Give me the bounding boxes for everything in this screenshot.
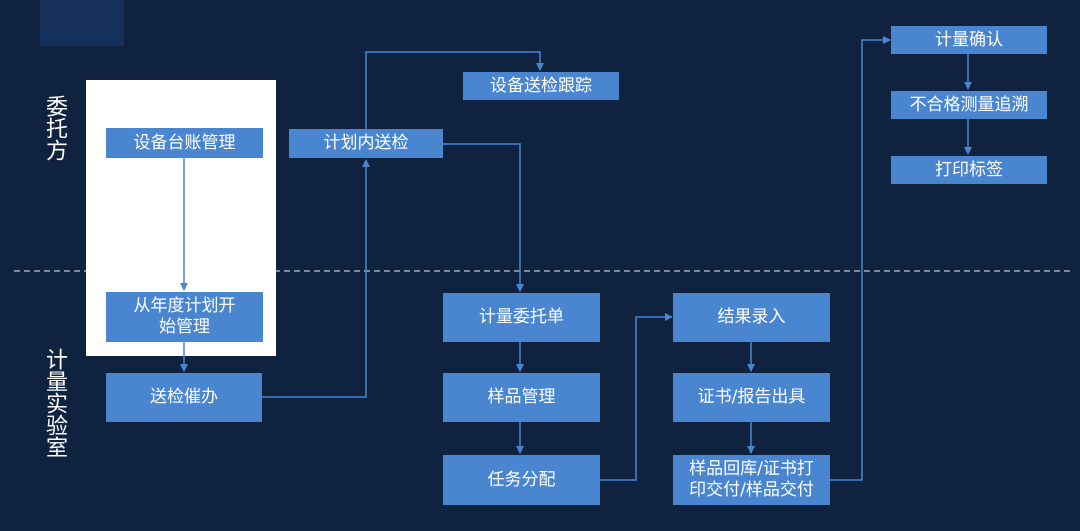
node-task-assignment[interactable]: 任务分配 <box>443 455 600 505</box>
node-measurement-confirm[interactable]: 计量确认 <box>891 26 1047 54</box>
connector-reminder-to-planned <box>262 159 370 398</box>
connector-task-to-result <box>600 313 673 481</box>
node-certificate-issue[interactable]: 证书/报告出具 <box>673 373 830 422</box>
node-measurement-order[interactable]: 计量委托单 <box>443 293 600 342</box>
node-annual-plan[interactable]: 从年度计划开始管理 <box>106 292 263 342</box>
lane-divider <box>14 270 1070 272</box>
node-asset-ledger[interactable]: 设备台账管理 <box>106 128 263 158</box>
node-nonconforming-trace[interactable]: 不合格测量追溯 <box>891 91 1047 119</box>
node-sample-management[interactable]: 样品管理 <box>443 373 600 422</box>
node-inspection-reminder[interactable]: 送检催办 <box>106 373 262 422</box>
node-planned-inspection[interactable]: 计划内送检 <box>289 129 443 158</box>
connector-planned-to-tracking <box>365 51 544 129</box>
node-result-entry[interactable]: 结果录入 <box>673 293 830 342</box>
corner-decoration <box>40 0 124 46</box>
node-print-label[interactable]: 打印标签 <box>891 156 1047 184</box>
connector-planned-to-order <box>443 143 524 292</box>
connector-return-to-confirm <box>830 36 891 481</box>
lane-label-client: 委托方 <box>42 95 67 161</box>
lane-label-lab: 计量实验室 <box>42 348 67 458</box>
node-sample-return[interactable]: 样品回库/证书打印交付/样品交付 <box>673 455 830 505</box>
node-inspection-tracking[interactable]: 设备送检跟踪 <box>463 72 619 100</box>
